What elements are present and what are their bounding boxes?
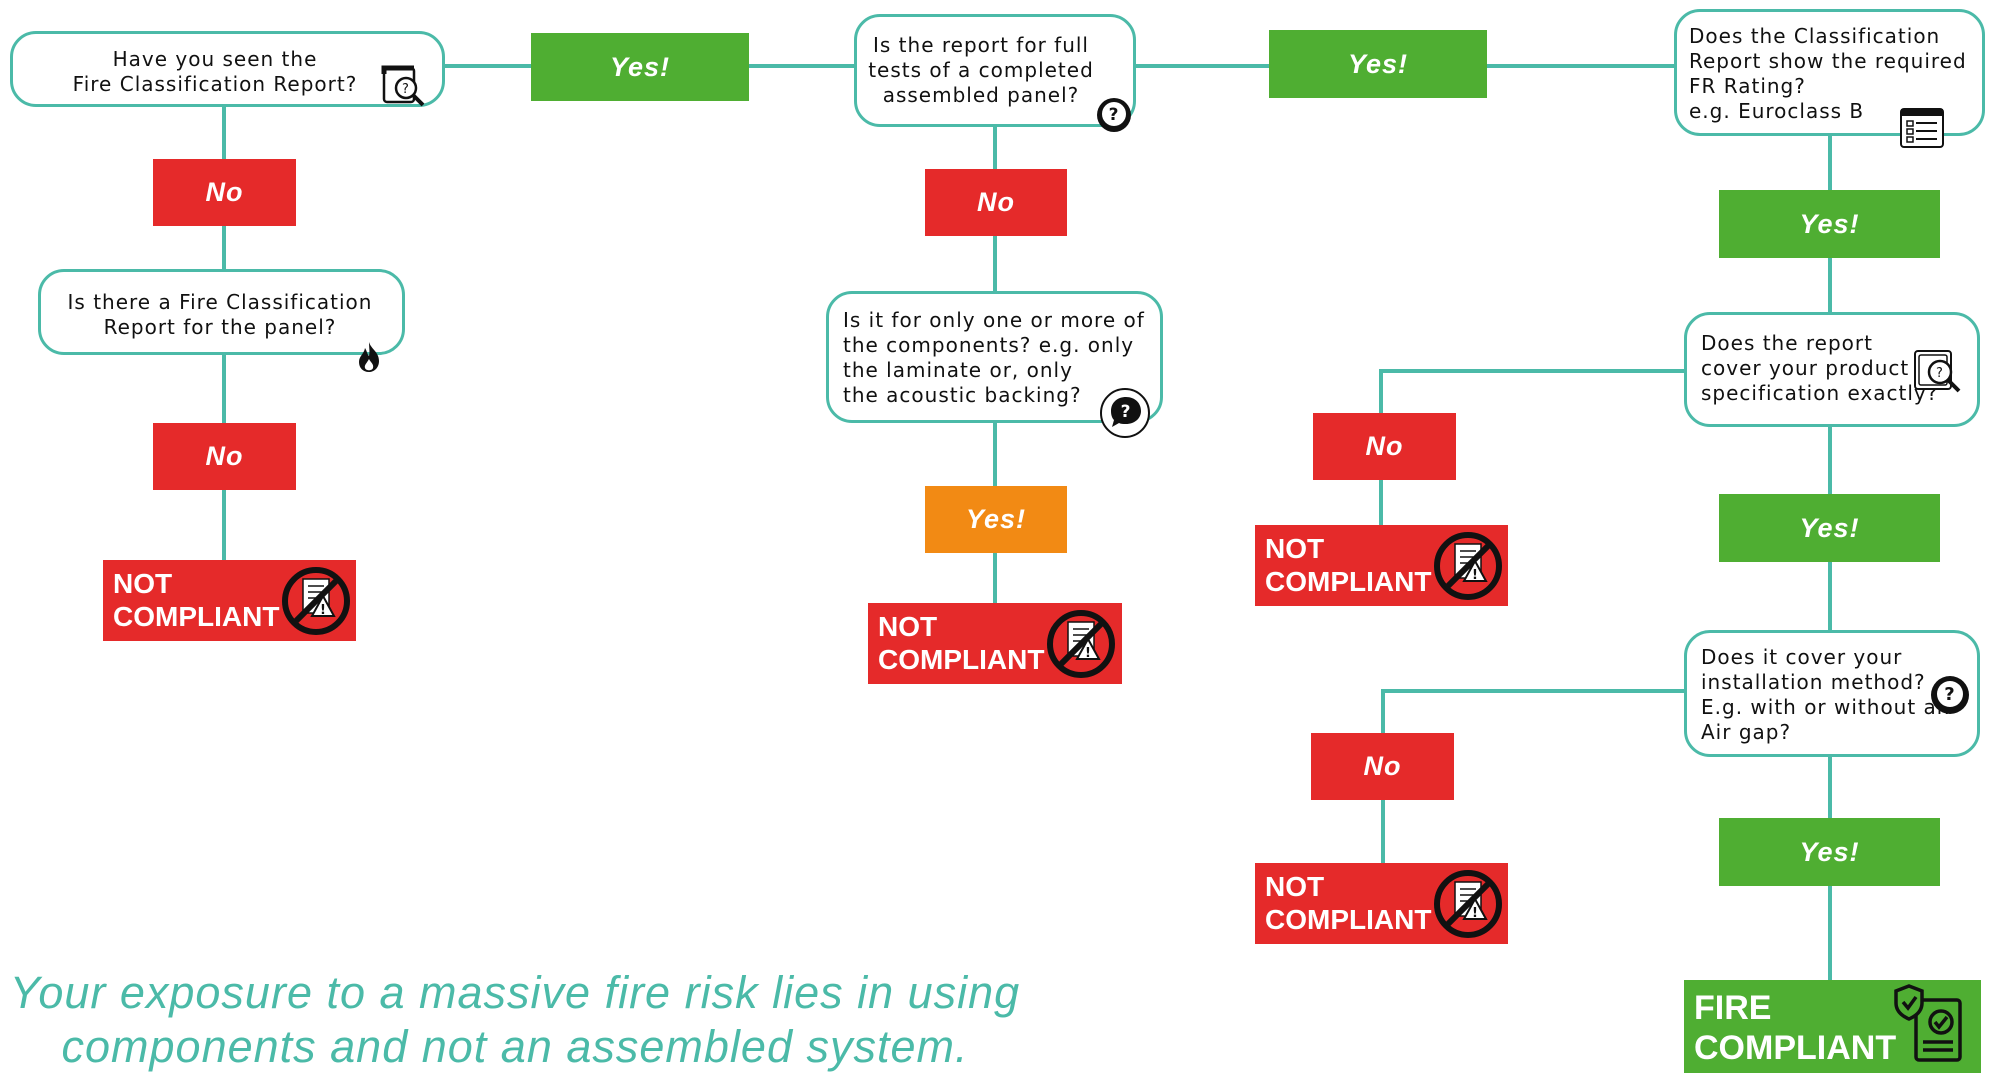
question-full-test: Is the report for full tests of a comple… <box>854 14 1136 132</box>
svg-text:!: ! <box>320 603 326 618</box>
yes-label: Yes! <box>1719 190 1940 258</box>
shield-check-document-icon <box>1889 984 1975 1079</box>
no-document-warning-icon: ! <box>1433 869 1503 946</box>
yes-label: Yes! <box>1719 494 1940 562</box>
question-fr-rating: Does the Classification Report show the … <box>1674 9 1985 148</box>
not-compliant-result: NOT COMPLIANT ! <box>868 603 1122 684</box>
svg-text:!: ! <box>1085 646 1091 661</box>
svg-text:?: ? <box>1944 684 1955 705</box>
question-text: Is the report for full tests of a comple… <box>868 33 1094 107</box>
no-label: No <box>1313 413 1456 480</box>
svg-text:!: ! <box>1472 906 1478 921</box>
question-text: Does the report cover your product speci… <box>1701 331 1939 405</box>
question-bubble-icon: ? <box>1095 71 1133 140</box>
result-text: NOT COMPLIANT <box>878 611 1045 675</box>
no-label: No <box>925 169 1067 236</box>
question-bubble-icon: ? <box>1099 362 1151 445</box>
question-text: Have you seen the Fire Classification Re… <box>72 47 358 96</box>
question-text: Is there a Fire Classification Report fo… <box>67 290 373 339</box>
svg-text:!: ! <box>1472 568 1478 583</box>
footer-line-2: components and not an assembled system. <box>61 1021 969 1072</box>
question-text: Is it for only one or more of the compon… <box>843 308 1145 407</box>
yes-label: Yes! <box>1719 818 1940 886</box>
result-text: NOT COMPLIANT <box>1265 533 1432 597</box>
not-compliant-result: NOT COMPLIANT ! <box>1255 525 1508 606</box>
question-seen-report: Have you seen the Fire Classification Re… <box>10 31 445 107</box>
yes-label: Yes! <box>925 486 1067 553</box>
svg-text:?: ? <box>1936 366 1944 381</box>
question-report-exists: Is there a Fire Classification Report fo… <box>38 269 405 372</box>
no-document-warning-icon: ! <box>1433 531 1503 608</box>
question-components-only: Is it for only one or more of the compon… <box>826 291 1163 438</box>
no-label: No <box>1311 733 1454 800</box>
not-compliant-result: NOT COMPLIANT ! <box>1255 863 1508 944</box>
yes-label: Yes! <box>1269 30 1487 98</box>
fire-compliant-result: FIRE COMPLIANT <box>1684 980 1981 1073</box>
yes-label: Yes! <box>531 33 749 101</box>
svg-text:?: ? <box>402 82 410 97</box>
footer-line-1: Your exposure to a massive fire risk lie… <box>9 967 1021 1018</box>
result-text: NOT COMPLIANT <box>1265 871 1432 935</box>
fire-icon <box>355 316 383 379</box>
question-spec-coverage: Does the report cover your product speci… <box>1684 312 1980 427</box>
magnifier-document-icon: ? <box>381 40 429 117</box>
not-compliant-result: NOT COMPLIANT ! <box>103 560 356 641</box>
result-text: NOT COMPLIANT <box>113 568 280 632</box>
question-text: Does the Classification Report show the … <box>1689 24 1967 123</box>
magnifier-document-icon: ? <box>1913 323 1965 402</box>
question-bubble-icon: ? <box>1929 649 1971 722</box>
report-document-icon <box>1899 82 1945 155</box>
no-document-warning-icon: ! <box>1046 609 1116 686</box>
svg-text:?: ? <box>1121 402 1132 422</box>
question-installation-method: Does it cover your installation method? … <box>1684 630 1980 757</box>
no-label: No <box>153 423 296 490</box>
footer-statement: Your exposure to a massive fire risk lie… <box>0 966 1030 1074</box>
result-text: FIRE COMPLIANT <box>1694 989 1897 1067</box>
no-label: No <box>153 159 296 226</box>
svg-text:?: ? <box>1109 105 1120 125</box>
no-document-warning-icon: ! <box>281 566 351 643</box>
